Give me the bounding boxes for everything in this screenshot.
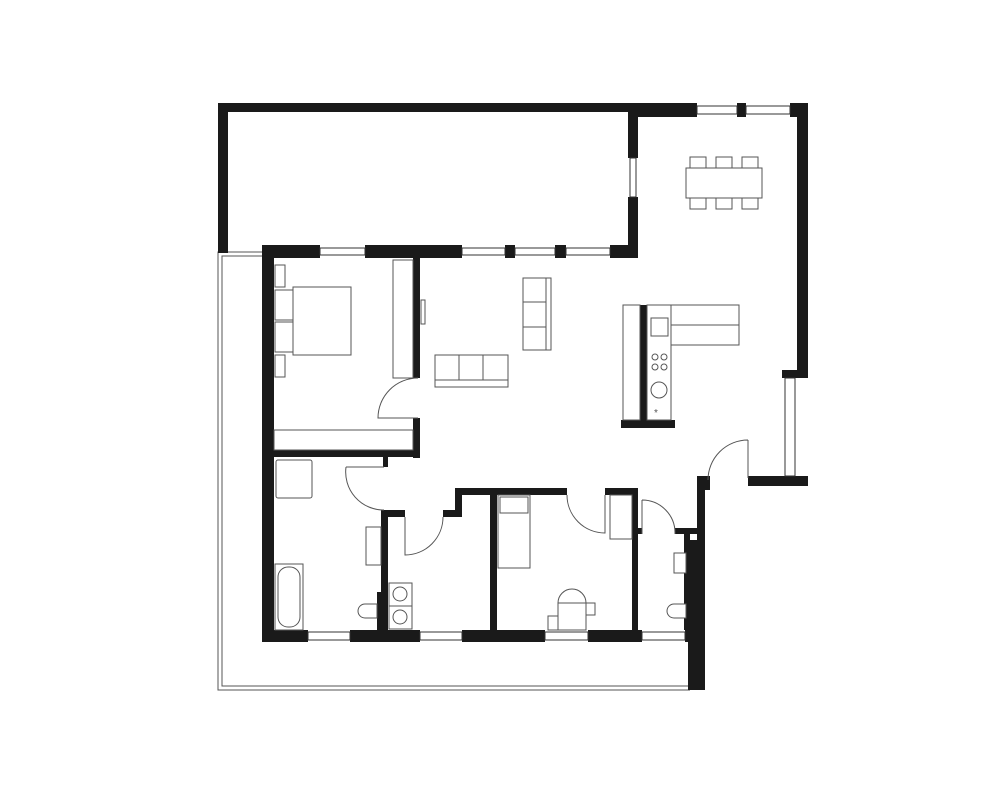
washing-machines <box>388 582 413 630</box>
toilet-wc <box>666 603 687 619</box>
dining-table <box>685 156 763 210</box>
sofa-horizontal <box>434 354 509 388</box>
toilet-bath <box>357 603 378 619</box>
desk <box>547 588 596 631</box>
wardrobe <box>273 259 414 451</box>
bedroom-wardrobe <box>609 494 633 540</box>
single-bed <box>497 494 531 569</box>
sink-wc <box>673 552 687 574</box>
kitchen-counter: * <box>622 304 672 421</box>
svg-text:*: * <box>654 408 658 419</box>
sink-bath <box>365 526 382 566</box>
furniture: * <box>273 156 763 631</box>
walls <box>218 103 808 690</box>
bathtub <box>274 563 304 631</box>
doors <box>345 377 749 556</box>
kitchen-island <box>670 304 740 346</box>
shower <box>275 459 313 499</box>
windows <box>307 105 796 641</box>
sofa-vertical <box>522 277 552 351</box>
double-bed <box>274 264 352 378</box>
balcony-railing <box>217 251 690 691</box>
tv <box>420 299 426 325</box>
